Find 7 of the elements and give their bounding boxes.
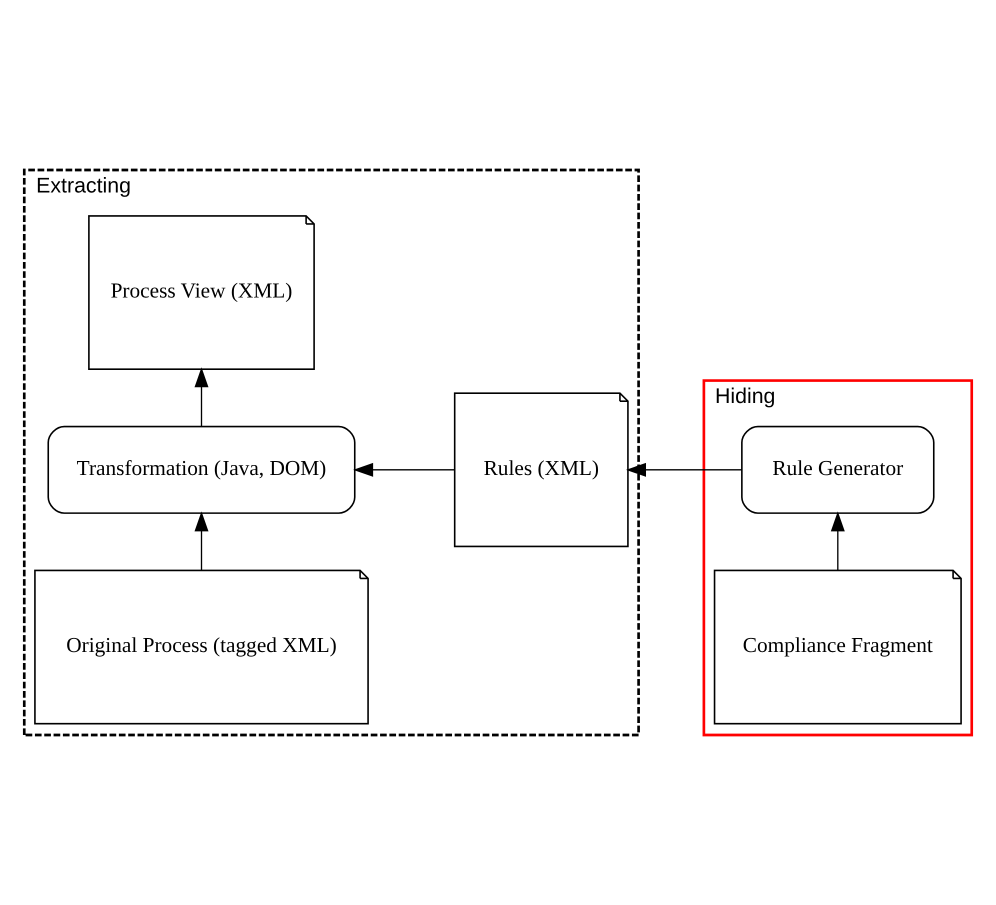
arrow bbox=[353, 462, 454, 477]
arrow bbox=[194, 511, 208, 570]
node-box: Transformation (Java, DOM) bbox=[47, 426, 356, 514]
arrow bbox=[830, 511, 845, 570]
arrow bbox=[626, 462, 742, 477]
arrow bbox=[194, 367, 208, 426]
node-box: Rule Generator bbox=[741, 426, 935, 514]
